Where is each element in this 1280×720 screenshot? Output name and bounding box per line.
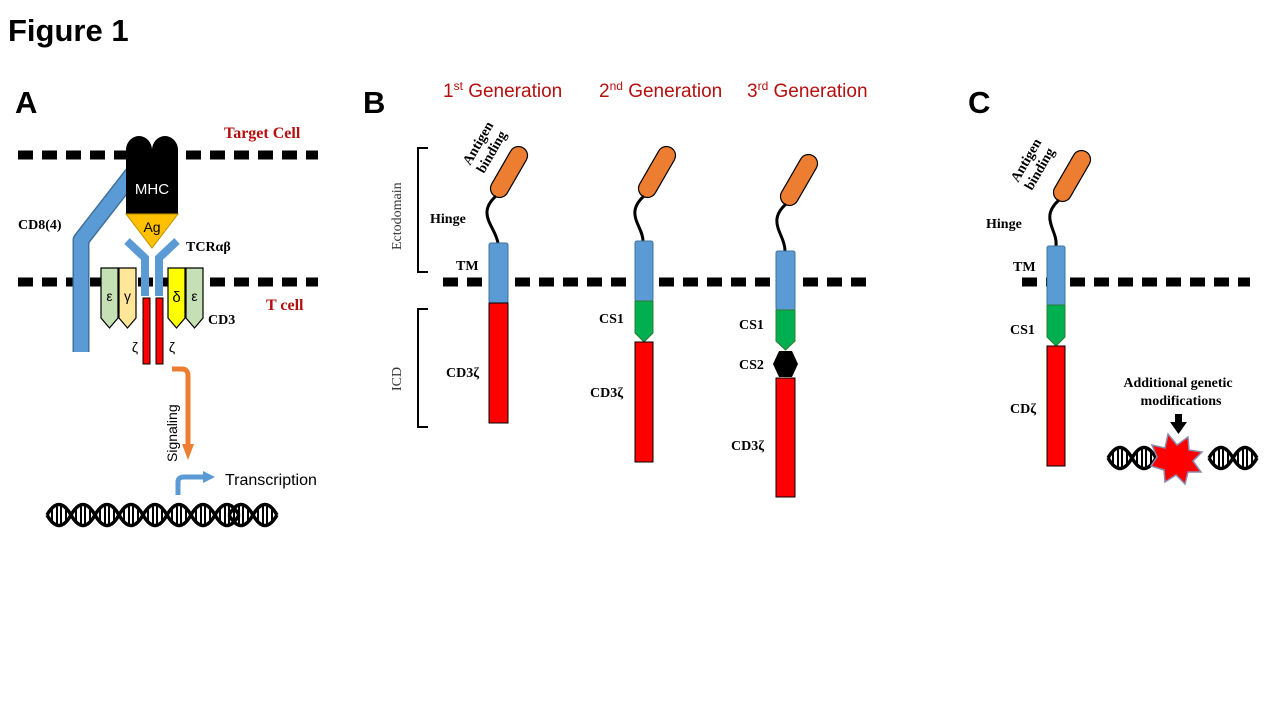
dna-helix-a [45,502,279,528]
panel-c: C Antigenbinding Hinge TM CS1 CDζ Additi… [968,85,1259,486]
genetic-modification-burst [1149,432,1204,486]
signaling-label: Signaling [164,404,180,462]
cd8-label: CD8(4) [18,218,62,233]
epsilon-left-label: ε [106,288,112,304]
zeta-left-label: ζ [132,339,138,355]
gen1-cd3z-label: CD3ζ [446,366,479,381]
cd3-epsilon-right [185,267,204,329]
gen2-tm [634,240,654,302]
tm-label-c: TM [1013,260,1036,275]
zeta-right-label: ζ [169,339,175,355]
gen2-cs1-label: CS1 [599,312,624,327]
signaling-arrowhead [182,444,194,460]
panel-b-letter: B [363,85,385,120]
zeta-chain-left [142,297,151,365]
hinge-label-b: Hinge [430,212,466,227]
cd3-delta [167,267,186,329]
c-hinge [1048,198,1061,247]
gen3-cd3z [775,377,796,498]
cd3-epsilon-left [100,267,119,329]
signaling-arrow [172,366,191,446]
gen3-cs1 [775,309,796,351]
gen2-antigen-binding [637,145,677,199]
gen3-cd3z-label: CD3ζ [731,439,764,454]
gen2-cs1 [634,300,654,343]
gen3-cs1-label: CS1 [739,318,764,333]
tm-label-b: TM [456,259,479,274]
mhc-label: MHC [135,181,169,198]
gen3-cs2-label: CS2 [739,358,764,373]
tcr-label: TCRαβ [186,240,231,255]
gen3-cs2 [773,351,798,377]
icd-label: ICD [390,367,405,391]
car-gen2 [633,145,677,463]
t-cell-label: T cell [266,297,304,314]
gen2-title: 2nd Generation [599,79,722,102]
figure-title: Figure 1 [8,13,129,48]
modification-arrow-shaft [1175,414,1182,423]
antigen-binding-label-c: Antigenbinding [1008,136,1059,193]
panel-b: B 1st Generation 2nd Generation 3rd Gene… [363,79,868,498]
transcription-arrowhead [203,471,215,483]
gen1-cd3z [488,302,509,424]
gen2-cd3z [634,341,654,463]
gen3-antigen-binding [779,153,819,207]
delta-label: δ [172,289,180,306]
gen1-title: 1st Generation [443,79,562,102]
gen3-hinge [775,202,788,252]
ectodomain-bracket [417,147,428,273]
zeta-chain-right [155,297,164,365]
cd3-gamma [118,267,137,329]
gen1-hinge [485,194,500,244]
transcription-label: Transcription [225,472,317,489]
target-cell-label: Target Cell [224,125,301,142]
gen3-title: 3rd Generation [747,79,868,102]
gen3-tm [775,250,796,311]
panel-a: A Target Cell T cell CD8(4) MHC Ag TCRαβ… [15,85,318,528]
gamma-label: γ [124,288,131,304]
mhc-molecule [126,136,178,214]
car-gen3 [773,153,819,498]
antigen-triangle [124,213,180,249]
gen2-hinge [633,194,646,242]
c-cs1 [1046,304,1066,347]
epsilon-right-label: ε [191,288,197,304]
c-cdz [1046,345,1066,467]
transcription-arrow [175,474,205,495]
ag-label: Ag [143,219,160,235]
ectodomain-label: Ectodomain [390,182,405,250]
cdz-label-c: CDζ [1010,402,1036,417]
gen2-cd3z-label: CD3ζ [590,386,623,401]
tcr-receptor [124,238,180,296]
cd8-rod [74,167,140,352]
icd-bracket [417,308,428,428]
cs1-label-c: CS1 [1010,323,1035,338]
car-c [1046,149,1092,467]
modification-arrowhead [1170,422,1187,434]
cd3-label: CD3 [208,313,235,328]
panel-a-letter: A [15,85,37,120]
car-gen1 [485,145,529,424]
panel-c-letter: C [968,85,990,120]
c-tm [1046,245,1066,306]
hinge-label-c: Hinge [986,217,1022,232]
gen1-tm [488,242,509,304]
